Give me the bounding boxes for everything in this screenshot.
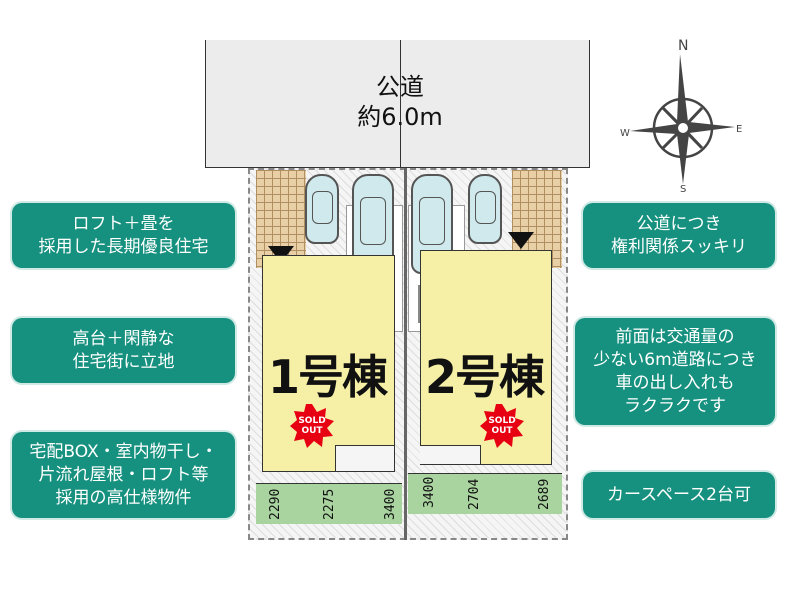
badge-line2: OUT [301,426,323,436]
garden-2 [408,473,562,514]
building-1-label: 1号棟 [268,350,388,404]
lot-2-notch [420,445,481,464]
callout-line: 前面は交通量の [615,326,735,347]
callout-quiet-residential-area: 高台＋閑静な 住宅街に立地 [12,318,235,383]
callout-line: 片流れ屋根・ロフト等 [38,464,209,485]
callout-long-term-quality-housing: ロフト＋畳を 採用した長期優良住宅 [12,203,235,268]
compass-e: E [736,124,742,135]
car-4 [468,174,502,244]
lot-boundary [404,168,407,540]
callout-line: カースペース2台可 [607,484,751,505]
approach-tiles-1 [256,170,306,268]
callout-public-road-rights: 公道につき 権利関係スッキリ [583,203,775,268]
compass-rose-icon: N W E S [620,38,742,194]
badge-line1: SOLD [488,416,516,426]
burst-icon [480,404,524,448]
road-label: 公道 約6.0m [205,72,595,132]
burst-icon [290,404,334,448]
callout-line: ラクラクです [624,395,726,416]
road-width-dimension-line [400,40,401,168]
callout-line: 採用の高仕様物件 [55,487,192,508]
garden-1 [256,483,402,524]
compass-w: W [620,128,630,139]
callout-line: 高台＋閑静な [72,328,175,349]
callout-line: 住宅街に立地 [72,351,175,372]
compass-n: N [678,38,688,54]
callout-line: 権利関係スッキリ [611,236,747,257]
callout-line: ロフト＋畳を [72,213,175,234]
dimension-3400-2: 3400 [422,476,437,508]
callout-line: 採用した長期優良住宅 [38,236,209,257]
dimension-3400-1: 3400 [383,488,398,520]
callout-high-spec-features: 宅配BOX・室内物干し・ 片流れ屋根・ロフト等 採用の高仕様物件 [12,432,235,518]
callout-line: 宅配BOX・室内物干し・ [29,441,218,462]
callout-parking-two-cars: カースペース2台可 [583,472,775,518]
callout-low-traffic-road: 前面は交通量の 少ない6m道路につき 車の出し入れも ラクラクです [575,318,775,425]
road-label-line2: 約6.0m [357,103,443,131]
callout-line: 公道につき [636,213,722,234]
dimension-2290: 2290 [268,488,283,520]
dimension-2275: 2275 [322,488,337,520]
building-2-label: 2号棟 [425,350,545,404]
badge-line1: SOLD [298,416,326,426]
callout-line: 少ない6m道路につき [593,349,757,370]
car-1 [305,174,339,244]
road-label-line1: 公道 [376,73,424,101]
public-road [205,40,590,168]
dimension-2704: 2704 [467,478,482,510]
badge-line2: OUT [491,426,513,436]
entrance-marker-2-icon [508,232,534,249]
callout-line: 車の出し入れも [615,372,735,393]
lot-1-notch [335,445,394,471]
dimension-2689: 2689 [537,478,552,510]
compass-s: S [680,184,686,194]
